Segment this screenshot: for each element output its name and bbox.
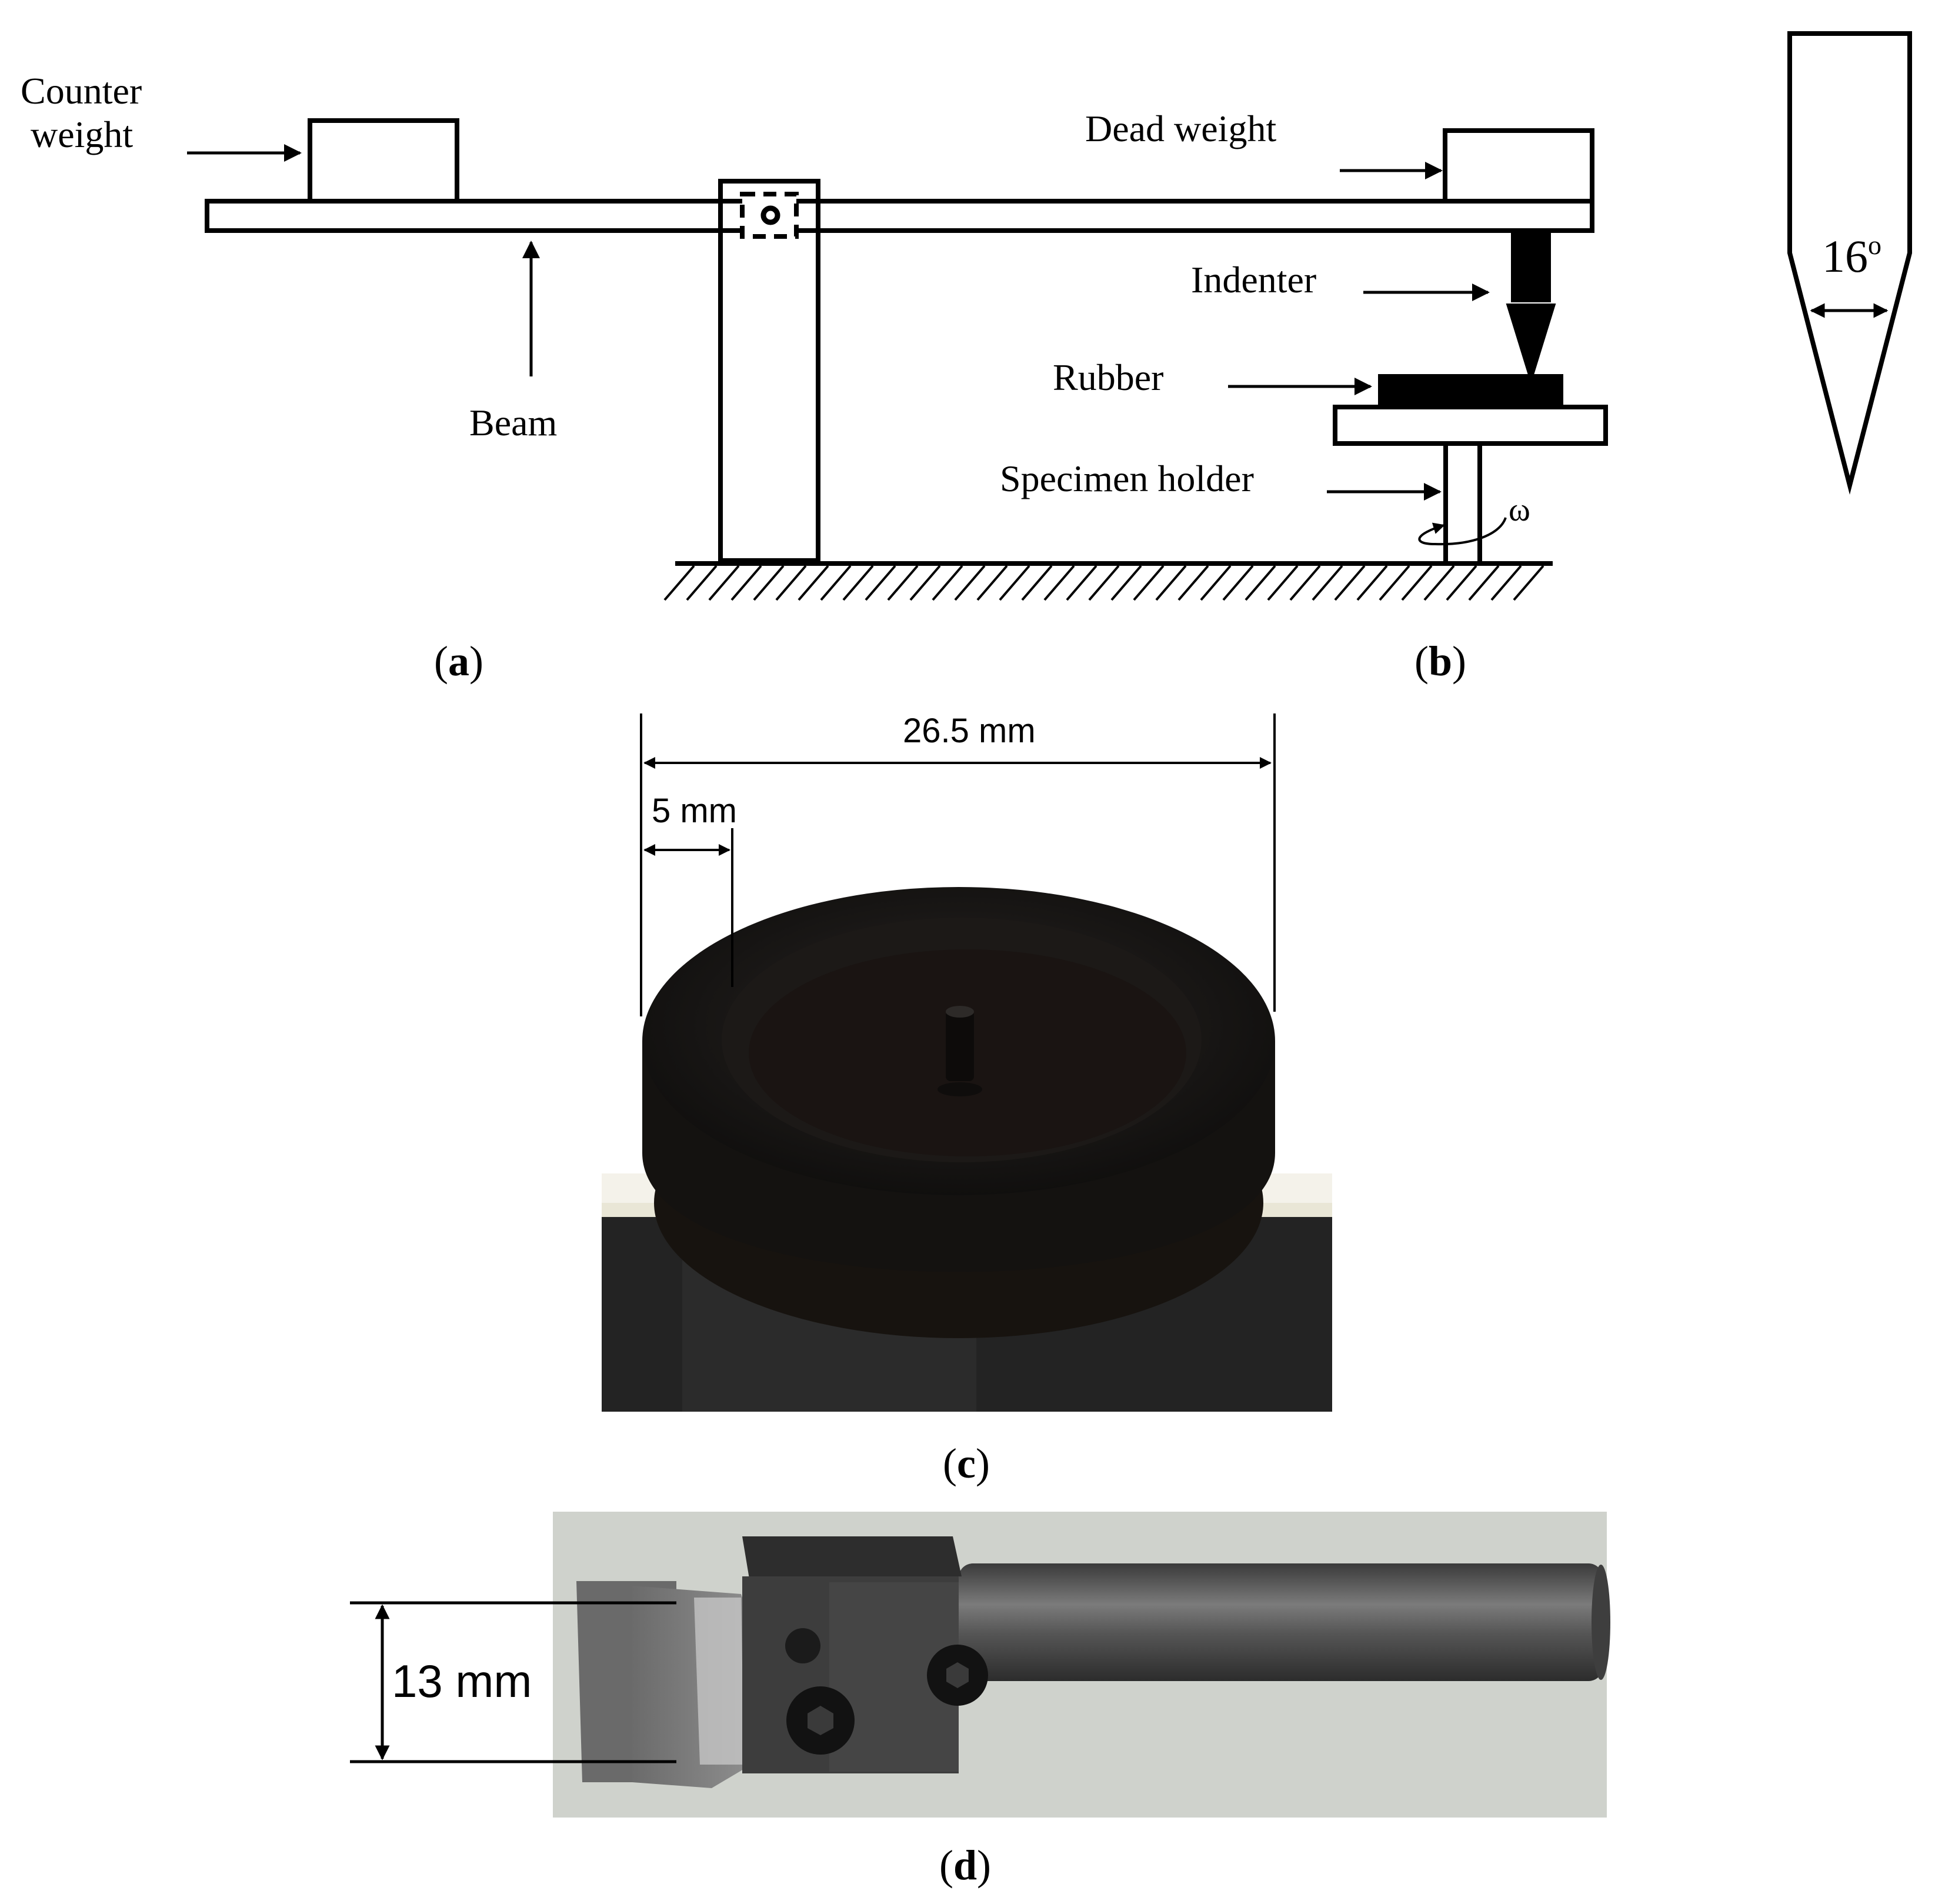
ground-hatch-mark — [1245, 565, 1276, 601]
ground-hatch-mark — [1222, 565, 1254, 601]
ground-hatch-mark — [663, 565, 695, 601]
screw-upper-left — [785, 1628, 820, 1663]
ground-hatch-mark — [1177, 565, 1209, 601]
caption-d: (d) — [939, 1842, 991, 1889]
indenter-tip — [1506, 304, 1556, 385]
ground-hatch-mark — [1021, 565, 1053, 601]
ground-hatch-mark — [976, 565, 1008, 601]
ground-hatch-mark — [887, 565, 919, 601]
rubber-specimen — [1378, 374, 1563, 407]
ground-hatch-mark — [909, 565, 941, 601]
panel-c-dimensions — [640, 713, 1276, 1016]
ground-hatch-mark — [842, 565, 874, 601]
dead-weight-label: Dead weight — [1085, 108, 1276, 149]
angle-label: 16o — [1822, 230, 1881, 282]
counter-weight-block — [308, 118, 459, 204]
ground-hatch-mark — [730, 565, 762, 601]
specimen-holder-shaft — [1443, 441, 1482, 566]
ground-hatching — [663, 565, 1544, 601]
ground-hatch-mark — [999, 565, 1030, 601]
center-pin-top — [946, 1006, 974, 1018]
ground-hatch-mark — [753, 565, 785, 601]
ground-hatch-mark — [1312, 565, 1343, 601]
ground-hatch-mark — [1513, 565, 1544, 601]
rim-dimension-label: 5 mm — [652, 792, 737, 830]
ground-hatch-mark — [1401, 565, 1433, 601]
rotation-arrow — [1418, 517, 1507, 546]
ground-hatch-mark — [1200, 565, 1232, 601]
counter-weight-label-line2: weight — [31, 114, 133, 155]
panel-d-dimensions — [350, 1601, 676, 1763]
panel-c-photo — [602, 887, 1332, 1412]
ground-hatch-mark — [1043, 565, 1075, 601]
screw-right-hex — [946, 1662, 969, 1688]
ground-hatch-mark — [932, 565, 963, 601]
caption-c: (c) — [943, 1440, 990, 1487]
beam-label: Beam — [469, 402, 557, 444]
ground-hatch-mark — [708, 565, 740, 601]
indenter-profile — [1787, 31, 1912, 495]
specimen-holder-label: Specimen holder — [1000, 458, 1254, 499]
ground-hatch-mark — [1490, 565, 1522, 601]
ground-hatch-mark — [1267, 565, 1299, 601]
caption-a: (a) — [434, 638, 483, 685]
beam — [205, 199, 1594, 233]
pivot-pin — [760, 205, 780, 225]
center-pin-base — [938, 1082, 982, 1096]
ground-hatch-mark — [1356, 565, 1388, 601]
ground-hatch-mark — [1133, 565, 1165, 601]
ground-hatch-mark — [1110, 565, 1142, 601]
counter-weight-label-line1: Counter — [21, 70, 142, 112]
outer-dimension-label: 26.5 mm — [903, 712, 1036, 750]
caption-b: (b) — [1414, 638, 1466, 685]
tool-shaft — [959, 1563, 1603, 1681]
pivot-housing — [740, 192, 799, 239]
center-pin — [946, 1011, 974, 1081]
panel-d-photo — [553, 1512, 1610, 1818]
ground-hatch-mark — [865, 565, 896, 601]
panel-b-indenter — [1787, 31, 1912, 495]
ground-hatch-mark — [1379, 565, 1410, 601]
ground-hatch-mark — [1289, 565, 1321, 601]
indenter-label: Indenter — [1191, 259, 1316, 301]
ground-hatch-mark — [820, 565, 852, 601]
clamp-top — [742, 1536, 962, 1582]
blade-edge-highlight — [694, 1598, 744, 1765]
ground-hatch-mark — [1066, 565, 1097, 601]
specimen-holder-plate — [1333, 405, 1608, 446]
rubber-label: Rubber — [1053, 356, 1163, 398]
ground-hatch-mark — [1423, 565, 1455, 601]
pivot-column — [718, 179, 820, 563]
omega-label: ω — [1509, 492, 1530, 528]
indenter-shank — [1511, 230, 1551, 302]
ground-hatch-mark — [1088, 565, 1120, 601]
ground-hatch-mark — [686, 565, 718, 601]
ground-hatch-mark — [1468, 565, 1500, 601]
tool-shaft-end — [1592, 1565, 1610, 1680]
panel-a-arrows — [187, 144, 1490, 501]
ground-hatch-mark — [798, 565, 829, 601]
dead-weight-block — [1443, 128, 1594, 204]
ground-hatch-mark — [1446, 565, 1477, 601]
panel-a-schematic — [205, 118, 1608, 601]
height-dimension-label: 13 mm — [392, 1655, 532, 1707]
ground-hatch-mark — [954, 565, 986, 601]
screw-lower-left-hex — [808, 1706, 833, 1735]
ground-hatch-mark — [1334, 565, 1366, 601]
ground-hatch-mark — [775, 565, 807, 601]
ground-hatch-mark — [1155, 565, 1187, 601]
